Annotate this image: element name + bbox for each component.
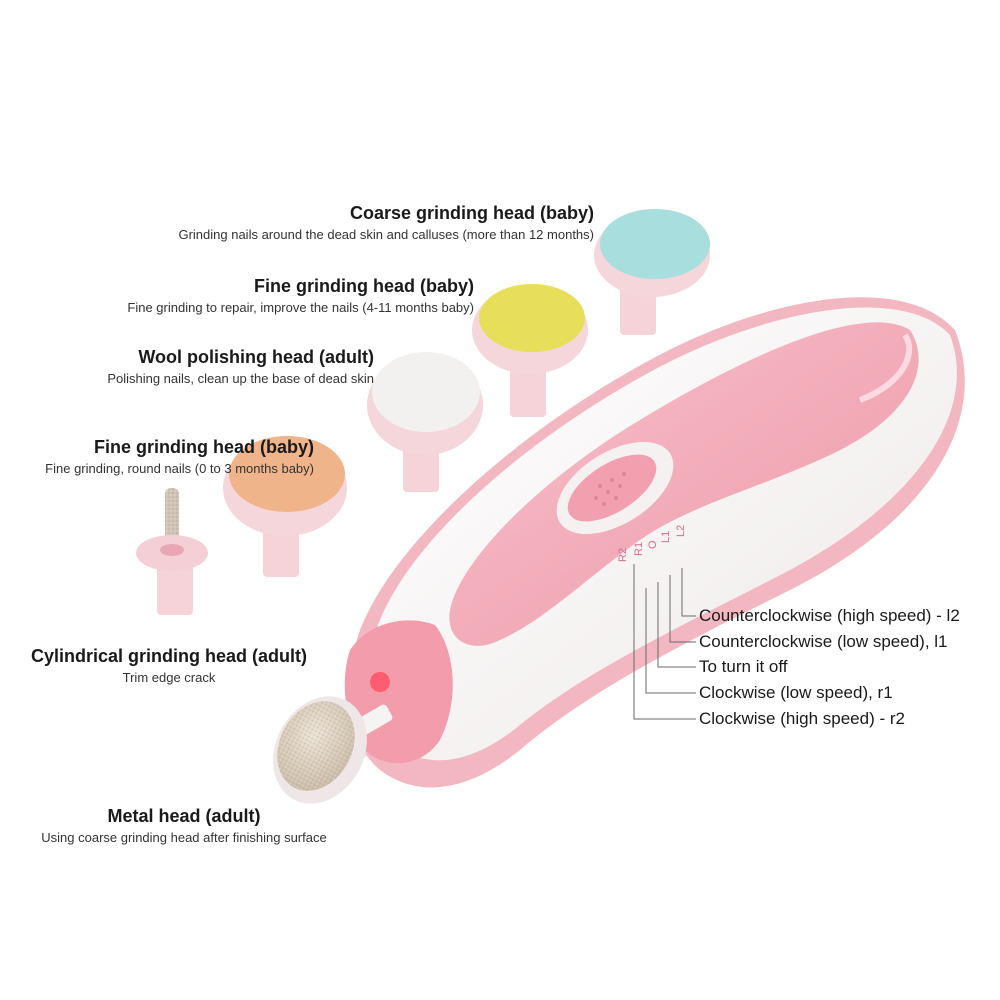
leader-lines	[633, 564, 696, 720]
fine-round-head-desc: Fine grinding, round nails (0 to 3 month…	[45, 461, 314, 476]
leader-line-off	[657, 582, 696, 668]
leader-line-l1	[669, 575, 696, 643]
leader-line-l2	[681, 568, 696, 617]
wool-polishing-head	[367, 352, 483, 492]
power-switch[interactable]	[541, 423, 689, 553]
label-fine-grinding-head-round: Fine grinding head (baby) Fine grinding,…	[45, 437, 314, 476]
fine-repair-head-title: Fine grinding head (baby)	[254, 276, 474, 296]
mark-r2: R2	[617, 548, 629, 562]
trimmer-body	[344, 297, 965, 788]
metal-head-attachment	[273, 696, 367, 804]
label-wool-polishing-head: Wool polishing head (adult) Polishing na…	[107, 347, 374, 386]
wool-head-title: Wool polishing head (adult)	[138, 347, 374, 367]
coarse-head-desc: Grinding nails around the dead skin and …	[178, 227, 594, 242]
mode-clockwise-high: Clockwise (high speed) - r2	[699, 709, 905, 728]
label-cylindrical-grinding-head: Cylindrical grinding head (adult) Trim e…	[30, 646, 308, 685]
fine-grinding-head-round	[223, 436, 347, 577]
metal-head-desc: Using coarse grinding head after finishi…	[41, 830, 327, 845]
mark-l2: L2	[675, 525, 687, 537]
leader-line-r1	[645, 588, 696, 694]
switch-position-marks: R2 R1 O L1 L2	[617, 525, 687, 562]
mark-l1: L1	[660, 531, 672, 543]
cylindrical-head-desc: Trim edge crack	[122, 670, 216, 685]
fine-repair-head-desc: Fine grinding to repair, improve the nai…	[127, 300, 474, 315]
coarse-head-title: Coarse grinding head (baby)	[349, 203, 594, 223]
mode-off: To turn it off	[699, 657, 788, 676]
coarse-grinding-head	[594, 209, 710, 335]
metal-head-title: Metal head (adult)	[107, 806, 261, 826]
mark-off: O	[647, 540, 659, 549]
mode-counterclockwise-low: Counterclockwise (low speed), l1	[699, 632, 948, 651]
leader-line-r2	[633, 564, 696, 720]
wool-head-desc: Polishing nails, clean up the base of de…	[107, 371, 374, 386]
mark-r1: R1	[633, 542, 645, 556]
mode-clockwise-low: Clockwise (low speed), r1	[699, 683, 893, 702]
label-coarse-grinding-head: Coarse grinding head (baby) Grinding nai…	[178, 203, 594, 242]
fine-round-head-title: Fine grinding head (baby)	[94, 437, 314, 457]
label-metal-head: Metal head (adult) Using coarse grinding…	[28, 806, 340, 845]
fine-grinding-head-repair	[472, 284, 588, 417]
mode-counterclockwise-high: Counterclockwise (high speed) - l2	[699, 606, 960, 625]
label-fine-grinding-head-repair: Fine grinding head (baby) Fine grinding …	[127, 276, 474, 315]
cylindrical-head-title: Cylindrical grinding head (adult)	[30, 646, 307, 666]
cylindrical-grinding-head	[136, 488, 208, 615]
